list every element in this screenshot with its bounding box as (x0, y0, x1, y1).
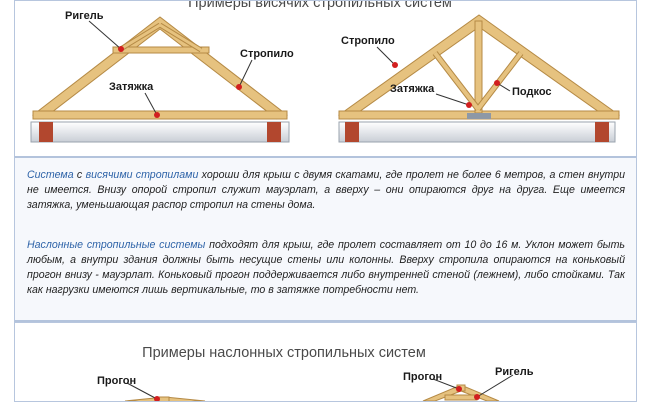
rafters (32, 16, 288, 120)
layered-truss-panel: Примеры наслонных стропильных систем Про… (14, 322, 637, 402)
term-hanging-rafters: висячими стропилами (85, 169, 199, 181)
leader-line (238, 59, 253, 88)
panel-title: Примеры наслонных стропильных систем (142, 345, 426, 361)
paragraph-text: хороши для крыш с двумя скатами, где про… (27, 169, 625, 212)
marker-dot (466, 102, 472, 108)
label-stropilo-right: Стропило (341, 35, 395, 47)
label-stropilo-left: Стропило (240, 48, 294, 60)
panel-title: Примеры висячих стропильных систем (188, 1, 452, 11)
label-rigel: Ригель (65, 10, 104, 22)
truss-left: Ригель Стропило Затяжка (30, 10, 294, 143)
label-progon-right: Прогон (403, 371, 442, 383)
description-panel: Система с висячими стропилами хороши для… (14, 156, 637, 322)
leader-line (126, 382, 158, 400)
leader-line (435, 93, 470, 106)
marker-dot (236, 84, 242, 90)
collar-beam-right (444, 394, 478, 401)
hanging-truss-diagram: Примеры висячих стропильных систем Ригел… (30, 1, 621, 143)
label-podkos: Подкос (512, 86, 552, 98)
label-zatyazhka-right: Затяжка (390, 83, 435, 95)
leader-line (476, 374, 514, 398)
leader-line (376, 46, 396, 66)
marker-dot (494, 80, 500, 86)
paragraph-layered-system: Наслонные стропильные системы подходят д… (27, 238, 625, 298)
marker-dot (474, 394, 480, 400)
label-zatyazhka-left: Затяжка (109, 81, 154, 93)
hanging-truss-panel: Примеры висячих стропильных систем Ригел… (14, 0, 637, 157)
marker-dot (456, 386, 462, 392)
layered-truss-diagram: Примеры наслонных стропильных систем Про… (97, 345, 534, 401)
ceiling-slab (338, 121, 616, 143)
leader-line (432, 378, 460, 390)
collar-beam (112, 46, 210, 54)
brick-wall-left (345, 122, 359, 142)
metal-plate (467, 113, 491, 119)
paragraph-hanging-system: Система с висячими стропилами хороши для… (27, 169, 625, 212)
truss-right: Стропило Затяжка Подкос (337, 14, 621, 143)
leader-line (88, 20, 122, 50)
marker-dot (392, 62, 398, 68)
paragraph-text: подходят для крыш, где пролет составляет… (27, 239, 625, 297)
ridge-purlin-left (158, 396, 170, 401)
brick-wall-left (39, 122, 53, 142)
ceiling-slab (30, 121, 290, 143)
term-layered-systems: Наслонные стропильные системы (27, 239, 206, 251)
leader-line (144, 92, 158, 116)
brick-wall-right (595, 122, 609, 142)
brick-wall-right (267, 122, 281, 142)
marker-dot (154, 112, 160, 118)
label-rigel-bottom: Ригель (495, 366, 534, 378)
label-progon-left: Прогон (97, 375, 136, 387)
king-post (474, 20, 483, 114)
marker-dot (118, 46, 124, 52)
term-sistema: Система (27, 169, 74, 181)
